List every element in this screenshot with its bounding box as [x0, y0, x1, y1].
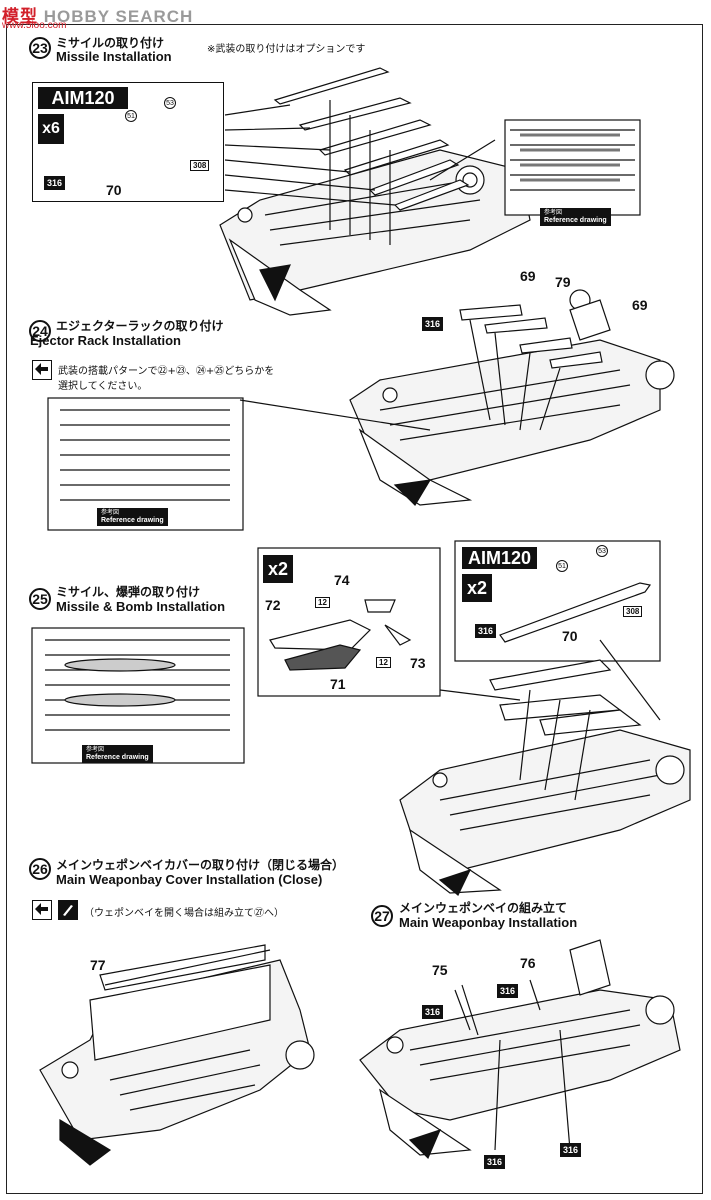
part-number: 51: [556, 560, 568, 572]
instruction-frame: [6, 24, 703, 1194]
step-number: 24: [29, 320, 51, 342]
part-number: 316: [560, 1143, 582, 1157]
step-title-jp: メインウェポンベイの組み立て: [399, 901, 568, 915]
part-number: 316: [475, 624, 497, 638]
part-number: 308: [190, 160, 210, 171]
step-title-en: Ejector Rack Installation: [30, 333, 181, 348]
step-title-en: Missile Installation: [56, 49, 172, 64]
part-number: 75: [432, 962, 448, 978]
part-name-label: AIM120: [38, 87, 128, 109]
quantity-label: x2: [263, 555, 293, 583]
step-title-en: Main Weaponbay Installation: [399, 915, 578, 930]
step-title-en: Missile & Bomb Installation: [56, 599, 226, 614]
part-number: 12: [315, 597, 330, 608]
step25-fuselage-drawing: [399, 639, 691, 896]
part-number: 77: [90, 957, 106, 973]
part-number: 53: [164, 97, 176, 109]
part-number: 316: [422, 1005, 444, 1019]
part-number: 51: [125, 110, 137, 122]
choose-option-icon: [32, 360, 52, 380]
step-number: 27: [371, 905, 393, 927]
step-title-jp: エジェクターラックの取り付け: [56, 319, 224, 333]
step24-fuselage-drawing: [349, 289, 675, 506]
choose-option-icon: [32, 900, 52, 920]
part-number: 72: [265, 597, 281, 613]
part-number: 316: [497, 984, 519, 998]
part-number: 70: [106, 182, 122, 198]
part-number: 70: [562, 628, 578, 644]
part-number: 76: [520, 955, 536, 971]
part-number: 12: [376, 657, 391, 668]
step23-missiles-drawing: [224, 67, 470, 245]
step-number: 26: [29, 858, 51, 880]
part-name-label: AIM120: [462, 547, 537, 569]
part-number: 316: [422, 317, 444, 331]
part-number: 308: [623, 606, 643, 617]
step-note-line2: 選択してください。: [58, 381, 148, 392]
step-title-en: Main Weaponbay Cover Installation (Close…: [56, 872, 323, 887]
step-title-jp: ミサイルの取り付け: [56, 36, 165, 50]
step24-rack-drawing: [459, 304, 603, 431]
quantity-label: x6: [38, 114, 64, 144]
part-number: 316: [484, 1155, 506, 1169]
part-number: 71: [330, 676, 346, 692]
step27-fuselage-drawing: [359, 939, 681, 1160]
step26-fuselage-drawing: [39, 944, 315, 1166]
step-note: ※武装の取り付けはオプションです: [207, 44, 366, 55]
part-number: 316: [44, 176, 66, 190]
part-number: 53: [596, 545, 608, 557]
part-number: 79: [555, 274, 571, 290]
step25-reference-drawing: [31, 627, 245, 764]
paint-brush-icon: [58, 900, 78, 920]
step-title-jp: ミサイル、爆弾の取り付け: [56, 585, 201, 599]
part-number: 69: [632, 297, 648, 313]
part-number: 74: [334, 572, 350, 588]
step23-fuselage-drawing: [219, 149, 531, 316]
step-number: 23: [29, 37, 51, 59]
step23-reference-drawing: [504, 119, 641, 216]
step-title-jp: メインウェポンベイカバーの取り付け（閉じる場合）: [56, 858, 345, 872]
quantity-label: x2: [462, 574, 492, 602]
part-number: 69: [520, 268, 536, 284]
step-note-line1: 武装の搭載パターンで㉒+㉓、㉔+㉕どちらかを: [58, 366, 275, 377]
step-number: 25: [29, 588, 51, 610]
part-number: 73: [410, 655, 426, 671]
step-note: （ウェポンベイを開く場合は組み立て㉗へ）: [84, 908, 284, 919]
